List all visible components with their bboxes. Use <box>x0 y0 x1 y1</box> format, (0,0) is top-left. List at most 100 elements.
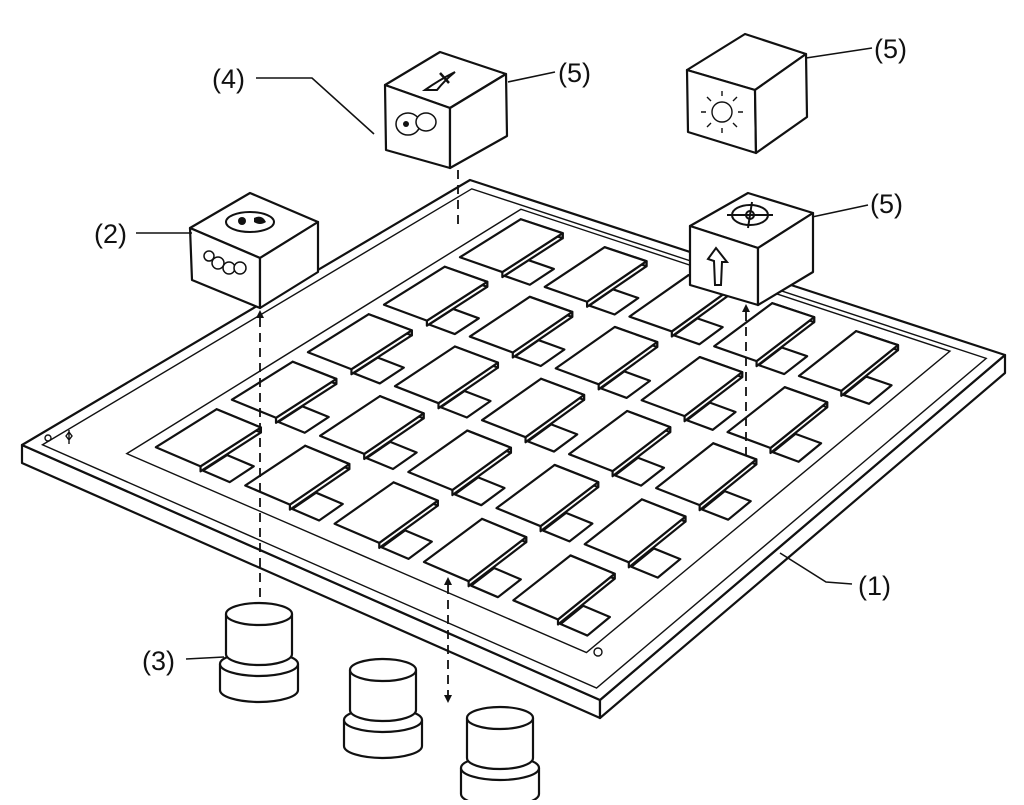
cell-tile <box>458 218 564 274</box>
board-cell[interactable] <box>154 408 263 484</box>
board-cell[interactable] <box>407 429 513 507</box>
label-3: (3) <box>142 646 175 676</box>
corner-hole <box>44 434 52 442</box>
cell-tile <box>495 463 600 528</box>
leader-1 <box>779 552 853 585</box>
label-5-hatched-cube: (5) <box>558 58 591 88</box>
board-cell[interactable] <box>512 554 616 637</box>
board-cell[interactable] <box>554 325 659 400</box>
pawn-top <box>348 657 418 683</box>
annotations: (4) (5) (5) (5) (2) (1) (3) <box>94 34 907 676</box>
leader-3 <box>185 656 225 660</box>
cell-tile <box>797 330 900 392</box>
pawn-top <box>224 601 294 627</box>
label-1: (1) <box>858 571 891 601</box>
arrowhead-icon <box>742 304 750 312</box>
cell-tile <box>230 360 338 419</box>
cell-tile <box>567 409 672 473</box>
cell-pad <box>559 604 611 637</box>
pawn-top <box>465 705 535 731</box>
leader-5-target <box>811 204 869 218</box>
arrowhead-icon <box>444 577 452 585</box>
cell-tile <box>306 313 413 371</box>
board-cell[interactable] <box>543 246 648 316</box>
cell-tile <box>407 429 513 492</box>
cell-tile <box>583 498 687 564</box>
board-cell[interactable] <box>640 355 744 431</box>
cell-tile <box>333 481 439 545</box>
target-cube-side-face <box>756 211 815 307</box>
cell-tile <box>713 302 816 363</box>
cell-tile <box>393 345 500 405</box>
arrowhead-icon <box>444 695 452 703</box>
sun-icon <box>701 91 743 133</box>
leader-5-sun <box>805 47 873 59</box>
cell-tile <box>543 246 648 303</box>
board-cell[interactable] <box>480 377 586 453</box>
game-board <box>20 178 1007 720</box>
hatched-cube-side-face <box>448 72 509 170</box>
pawn-piece[interactable] <box>459 705 541 805</box>
board-cell[interactable] <box>382 265 489 336</box>
board-cell[interactable] <box>567 409 672 487</box>
pawn-body <box>348 668 418 723</box>
pawn-piece[interactable] <box>342 657 424 760</box>
board-cell[interactable] <box>726 386 829 463</box>
label-5-target-cube: (5) <box>870 189 903 219</box>
marked-tile <box>726 386 829 450</box>
board-rim <box>40 188 988 689</box>
cell-tile <box>640 355 744 418</box>
cell-tile <box>468 295 574 354</box>
creature-icon <box>395 112 437 136</box>
leader-4 <box>256 77 375 135</box>
board-cell[interactable] <box>468 295 574 368</box>
cell-tile <box>422 517 528 583</box>
blade-icon <box>421 71 456 91</box>
cell-tile <box>382 265 489 322</box>
pawn-body <box>224 612 294 667</box>
board-cell[interactable] <box>244 444 351 522</box>
crosshair-icon <box>727 201 773 229</box>
label-5-sun-cube: (5) <box>874 34 907 64</box>
up-arrow-icon <box>706 246 730 286</box>
board-cell[interactable] <box>422 517 528 599</box>
board-cell[interactable] <box>230 360 338 434</box>
hatched-cube <box>383 50 509 170</box>
dark-cube-side-face <box>258 220 320 310</box>
sun-cube-side-face <box>753 52 809 155</box>
corner-hole <box>593 647 603 657</box>
placement-guides <box>256 170 750 703</box>
board-cell[interactable] <box>306 313 413 385</box>
pawn-piece[interactable] <box>218 601 300 704</box>
board-cell[interactable] <box>797 330 900 405</box>
cell-tile <box>319 395 425 456</box>
arrowhead-icon <box>256 310 264 318</box>
board-cell[interactable] <box>495 463 600 543</box>
cell-tile <box>480 377 586 439</box>
dark-cube <box>188 191 320 310</box>
cell-tile <box>244 444 351 506</box>
dots-icon <box>203 250 247 275</box>
board-cell[interactable] <box>333 481 439 560</box>
board-cell[interactable] <box>319 395 425 471</box>
leader-5-hatched <box>507 71 556 83</box>
board-cell[interactable] <box>393 345 500 419</box>
label-2: (2) <box>94 219 127 249</box>
target-cube <box>688 191 815 307</box>
cell-tile <box>154 408 263 468</box>
play-area-border <box>125 208 952 654</box>
board-cell[interactable] <box>655 442 758 521</box>
label-4: (4) <box>212 64 245 94</box>
board-cell[interactable] <box>583 498 687 579</box>
marked-tile <box>512 554 616 621</box>
board-cell[interactable] <box>713 302 816 376</box>
eyes-icon <box>225 211 275 233</box>
corner-marker-icon <box>65 430 73 444</box>
pawns <box>218 601 541 805</box>
sun-cube <box>685 32 809 155</box>
pawn-body <box>465 716 535 771</box>
board-cell[interactable] <box>458 218 564 286</box>
cell-tile <box>554 325 659 386</box>
